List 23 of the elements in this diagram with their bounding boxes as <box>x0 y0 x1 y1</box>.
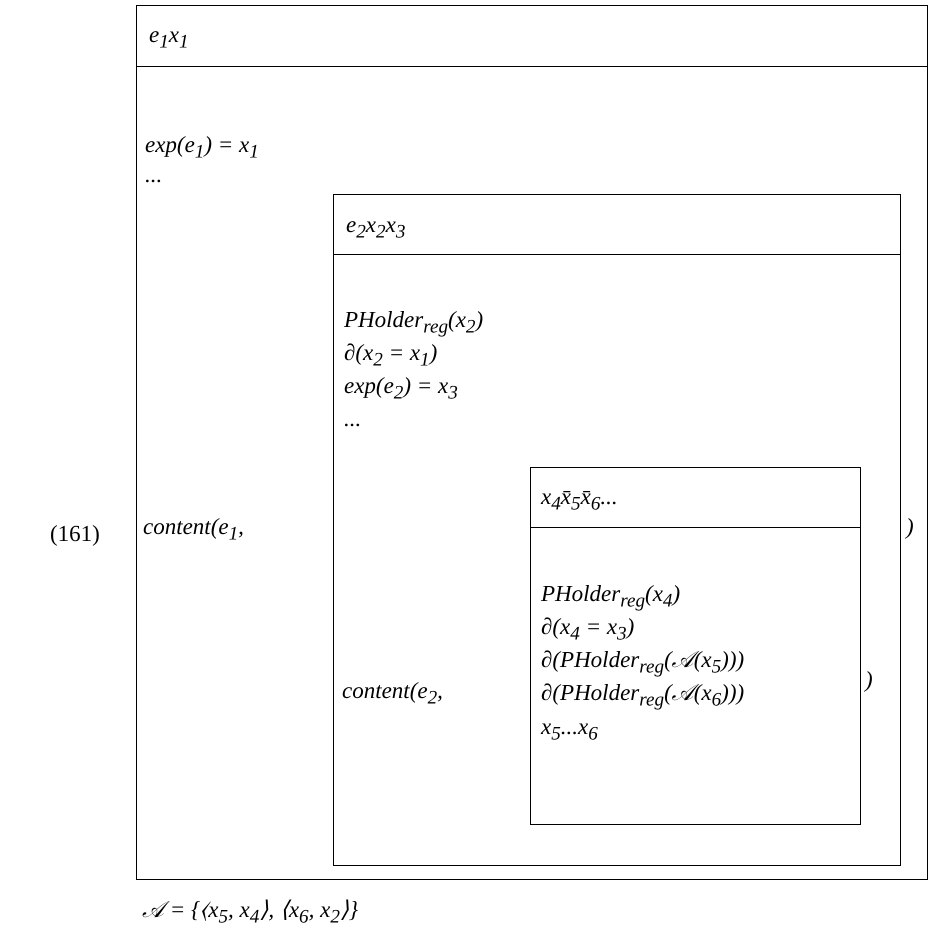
closing-parenthesis: ) <box>906 514 914 540</box>
formula-text: ∂(PHolder$_{reg}$(𝒜(x$_{5}$))) <box>541 647 744 680</box>
header-text: e$_{1}$x$_{1}$ <box>149 22 189 55</box>
formula-text: ∂(x$_{2}$ = x$_{1}$) <box>344 340 438 373</box>
formula-text: exp(e$_{1}$) = x$_{1}$ <box>145 132 259 165</box>
formula-text: exp(e$_{2}$) = x$_{3}$ <box>344 373 458 406</box>
formula-text: 𝒜 = {⟨x$_{5}$, x$_{4}$⟩, ⟨x$_{6}$, x$_{2}$⟩} <box>142 897 358 930</box>
formula-text: PHolder$_{reg}$(x$_{2}$) <box>344 307 484 340</box>
closing-parenthesis: ) <box>865 667 873 693</box>
ellipsis-text: ... <box>145 162 162 188</box>
formula-text: ... <box>344 406 362 432</box>
formula-text: ∂(PHolder$_{reg}$(𝒜(x$_{6}$))) <box>541 680 744 713</box>
formula-text: ∂(x$_{4}$ = x$_{3}$) <box>541 614 634 647</box>
formula-text: content(e$_{1}$, <box>143 514 244 547</box>
drs-box <box>136 5 928 880</box>
header-text: x$_{4}$x̄$_{5}$x̄$_{6}$... <box>541 484 618 517</box>
drs-box <box>333 194 901 866</box>
example-number: (161) <box>50 521 100 547</box>
formula-text: x$_{5}$...x$_{6}$ <box>541 714 598 747</box>
formula-text: PHolder$_{reg}$(x$_{4}$) <box>541 581 680 614</box>
formula-text: content(e$_{2}$, <box>342 678 443 711</box>
drs-box <box>530 467 861 825</box>
header-text: e$_{2}$x$_{2}$x$_{3}$ <box>346 212 406 245</box>
